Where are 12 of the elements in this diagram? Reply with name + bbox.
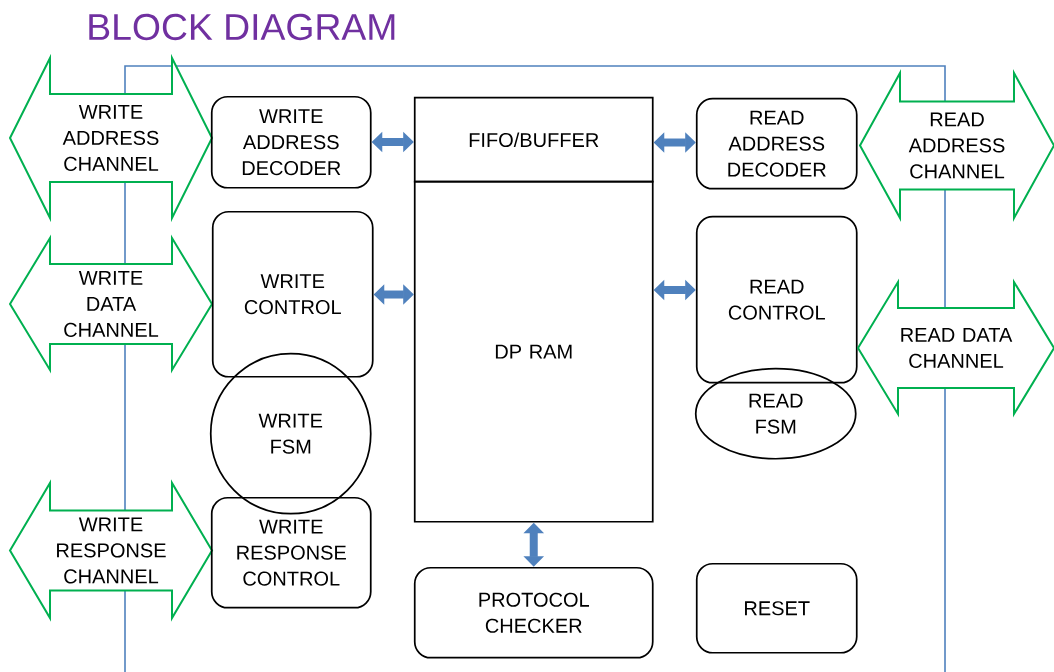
process-box: RESET bbox=[695, 562, 858, 654]
process-box: READ CONTROL bbox=[695, 215, 858, 384]
memory-block: DP RAM bbox=[413, 180, 654, 523]
process-box: WRITE ADDRESS DECODER bbox=[210, 95, 372, 189]
title: BLOCK DIAGRAM bbox=[89, 13, 395, 41]
process-box: WRITE RESPONSE CONTROL bbox=[210, 496, 372, 609]
process-box: PROTOCOL CHECKER bbox=[413, 566, 654, 659]
node-label: READ DATA CHANNEL bbox=[901, 328, 1013, 368]
process-box: READ ADDRESS DECODER bbox=[695, 97, 858, 190]
node-label: READ ADDRESS CHANNEL bbox=[908, 112, 1005, 179]
memory-block: FIFO/BUFFER bbox=[413, 96, 654, 183]
process-box: WRITE CONTROL bbox=[211, 210, 374, 378]
